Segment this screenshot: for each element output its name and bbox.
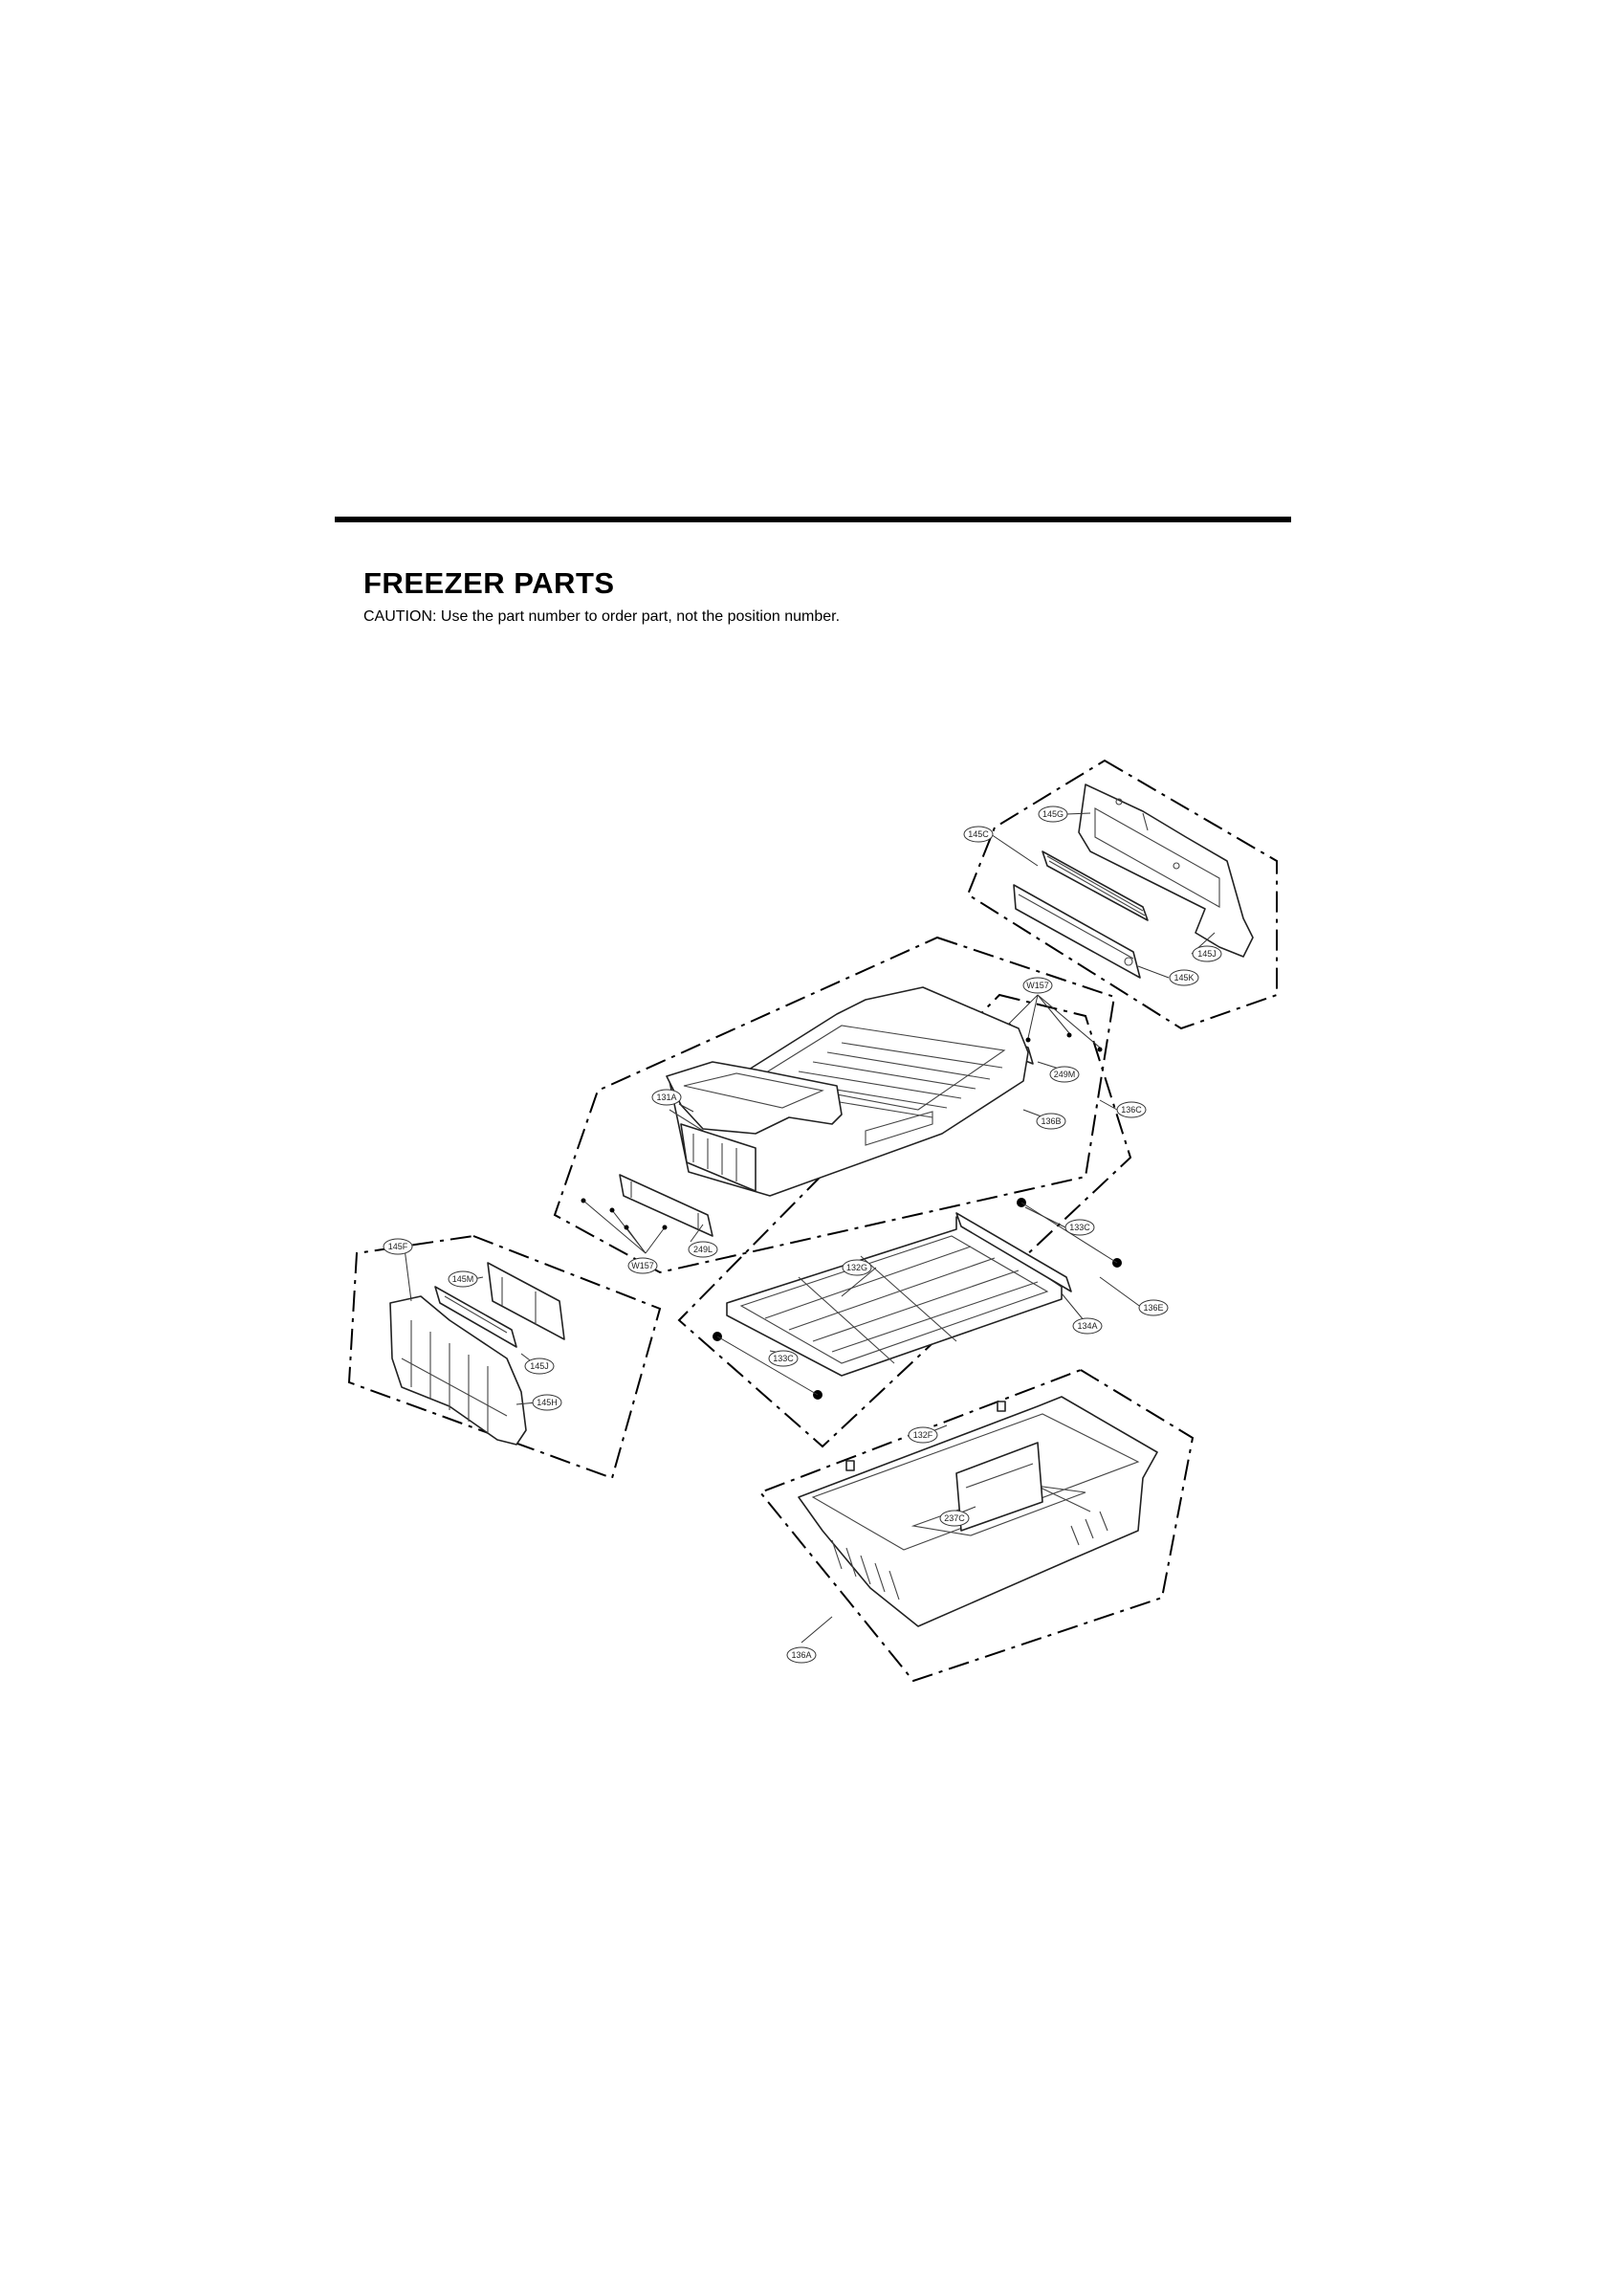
- svg-text:145K: 145K: [1173, 973, 1194, 982]
- callout-136a: 136A: [786, 1646, 817, 1664]
- svg-text:131A: 131A: [656, 1093, 676, 1102]
- svg-text:145J: 145J: [530, 1361, 549, 1371]
- svg-text:133C: 133C: [773, 1354, 794, 1363]
- group-outline-middle-bin: [553, 936, 1116, 1274]
- callout-w157-top: W157: [1022, 977, 1053, 994]
- svg-text:132F: 132F: [913, 1430, 933, 1440]
- callout-249m: 249M: [1049, 1066, 1080, 1083]
- group-outline-top-right: [966, 759, 1278, 1030]
- group-outline-bottom-basket: [758, 1368, 1195, 1683]
- wire-basket-side: [680, 1123, 757, 1192]
- svg-text:136A: 136A: [791, 1650, 811, 1660]
- svg-text:W157: W157: [631, 1261, 654, 1270]
- svg-text:249M: 249M: [1054, 1070, 1076, 1079]
- svg-text:145F: 145F: [388, 1242, 408, 1251]
- callout-136b: 136B: [1036, 1113, 1066, 1130]
- callout-145g: 145G: [1038, 806, 1068, 823]
- svg-text:145C: 145C: [968, 829, 989, 839]
- svg-text:136B: 136B: [1041, 1116, 1061, 1126]
- rail-145k: [1013, 884, 1141, 979]
- slide-rail-134a: [955, 1212, 1072, 1292]
- svg-text:136E: 136E: [1143, 1303, 1163, 1313]
- screws-w157-left: [581, 1198, 668, 1254]
- svg-text:145G: 145G: [1042, 809, 1064, 819]
- svg-text:134A: 134A: [1077, 1321, 1097, 1331]
- svg-text:136C: 136C: [1121, 1105, 1142, 1115]
- callout-132f: 132F: [908, 1426, 938, 1444]
- callout-136c: 136C: [1116, 1101, 1147, 1118]
- callout-145k: 145K: [1169, 969, 1199, 986]
- callout-145h: 145H: [532, 1394, 562, 1411]
- caution-note: CAUTION: Use the part number to order pa…: [363, 608, 841, 625]
- svg-text:W157: W157: [1026, 981, 1049, 990]
- callout-134a: 134A: [1072, 1317, 1103, 1335]
- wire-tray-132g: [726, 1216, 1063, 1377]
- callout-145j-left: 145J: [524, 1358, 555, 1375]
- clips-132f: [845, 1401, 1006, 1471]
- clip-bracket-249l: [619, 1174, 713, 1237]
- svg-text:132G: 132G: [846, 1263, 867, 1272]
- svg-text:237C: 237C: [944, 1513, 965, 1523]
- svg-text:145H: 145H: [537, 1398, 558, 1407]
- callout-131a: 131A: [651, 1089, 682, 1106]
- svg-text:145J: 145J: [1197, 949, 1217, 959]
- svg-text:133C: 133C: [1069, 1223, 1090, 1232]
- callout-132g: 132G: [842, 1259, 872, 1276]
- callout-145c: 145C: [963, 826, 994, 843]
- callout-133c-right: 133C: [1064, 1219, 1095, 1236]
- svg-text:249L: 249L: [693, 1245, 713, 1254]
- rail-145j-top: [1042, 850, 1149, 921]
- svg-text:145M: 145M: [452, 1274, 474, 1284]
- rail-145j-left: [487, 1262, 565, 1340]
- group-outline-lower-tray: [677, 993, 1132, 1448]
- callout-136e: 136E: [1138, 1299, 1169, 1316]
- group-outline-left-rail: [347, 1234, 662, 1480]
- callout-145f: 145F: [383, 1238, 413, 1255]
- bracket-145g: [1078, 784, 1254, 958]
- callout-249l: 249L: [688, 1241, 718, 1258]
- rail-housing-145h: [389, 1295, 527, 1446]
- callout-w157-left: W157: [627, 1257, 658, 1274]
- callout-145j-top: 145J: [1192, 945, 1222, 962]
- callout-237c: 237C: [939, 1510, 970, 1527]
- ice-bin-131a: [666, 1061, 843, 1135]
- page-title: FREEZER PARTS: [363, 566, 615, 600]
- header-rule: [335, 517, 1291, 522]
- callout-133c-left: 133C: [768, 1350, 799, 1367]
- callout-145m: 145M: [448, 1270, 478, 1288]
- rail-145m: [434, 1286, 517, 1348]
